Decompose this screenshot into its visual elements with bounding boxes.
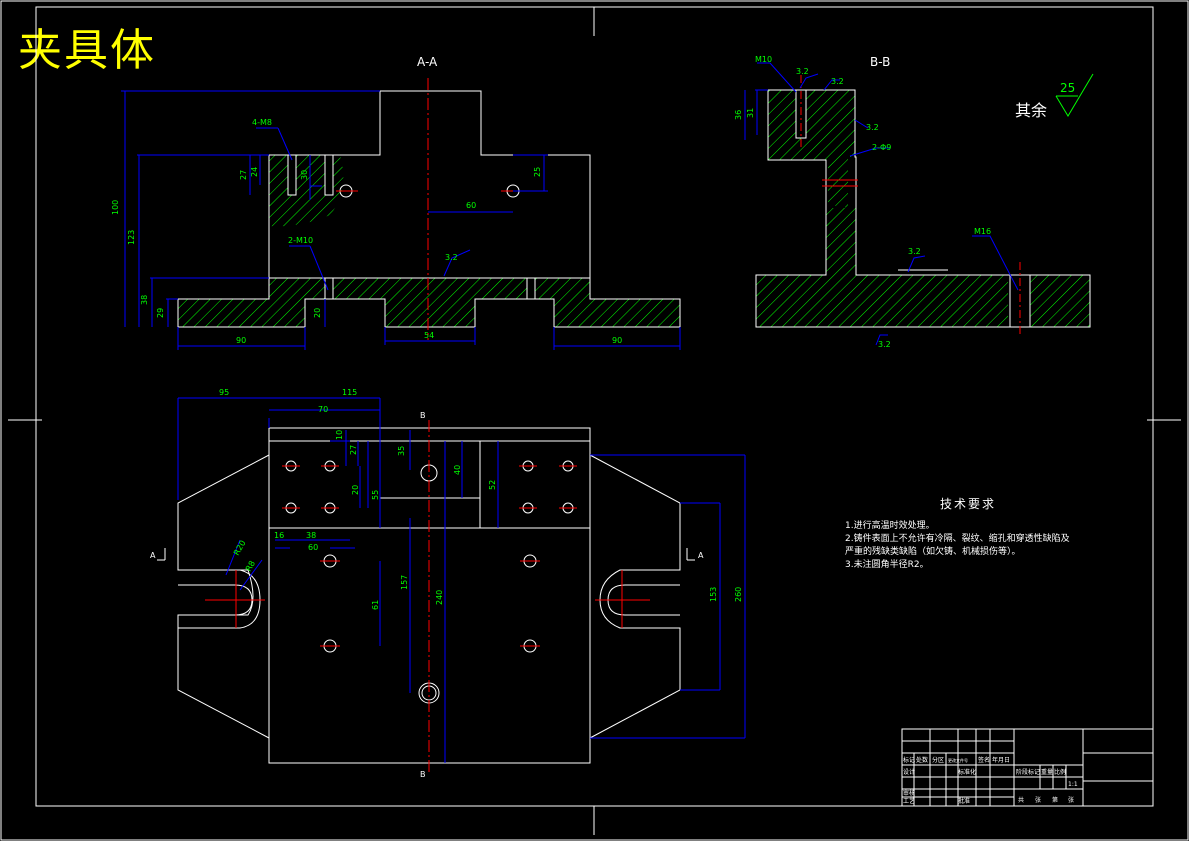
section-aa-label: A-A — [417, 55, 438, 69]
svg-text:阶段标记: 阶段标记 — [1016, 768, 1040, 776]
svg-text:123: 123 — [127, 230, 136, 245]
svg-text:90: 90 — [612, 336, 622, 345]
svg-text:153: 153 — [709, 587, 718, 602]
svg-text:61: 61 — [371, 600, 380, 610]
svg-text:设计: 设计 — [903, 768, 915, 776]
svg-text:3.2: 3.2 — [796, 67, 809, 76]
svg-text:70: 70 — [318, 405, 328, 414]
aa-outline — [177, 90, 681, 328]
roughness-label: 其余 — [1015, 101, 1047, 120]
svg-text:100: 100 — [111, 200, 120, 215]
svg-text:批准: 批准 — [958, 797, 970, 805]
svg-text:240: 240 — [435, 590, 444, 605]
svg-text:处数: 处数 — [916, 756, 928, 764]
roughness-symbol — [1055, 73, 1094, 117]
svg-text:31: 31 — [746, 108, 755, 118]
aa-base-hatch — [178, 278, 680, 327]
tech-item: 2.铸件表面上不允许有冷隔、裂纹、缩孔和穿透性缺陷及 — [845, 534, 1070, 544]
svg-text:60: 60 — [308, 543, 318, 552]
section-bb-view: B-B M10 3.2 3.2 3 — [734, 55, 1091, 349]
svg-text:27: 27 — [239, 170, 248, 180]
svg-text:16: 16 — [274, 531, 284, 540]
svg-text:157: 157 — [400, 575, 409, 590]
svg-text:标记: 标记 — [903, 756, 915, 764]
svg-text:55: 55 — [371, 490, 380, 500]
svg-text:第: 第 — [1052, 796, 1058, 804]
svg-text:35: 35 — [397, 446, 406, 456]
svg-text:张: 张 — [1068, 796, 1074, 804]
svg-text:29: 29 — [156, 308, 165, 318]
svg-text:3.2: 3.2 — [831, 77, 844, 86]
svg-text:38: 38 — [140, 295, 149, 305]
section-mark-b-top: B — [420, 411, 426, 420]
svg-text:3.2: 3.2 — [866, 123, 879, 132]
svg-text:4-M8: 4-M8 — [252, 118, 272, 127]
svg-text:重量: 重量 — [1041, 768, 1053, 776]
svg-text:38: 38 — [306, 531, 316, 540]
svg-text:24: 24 — [250, 167, 259, 177]
svg-text:M10: M10 — [755, 55, 772, 64]
drawing-title: 夹具体 — [18, 25, 156, 76]
svg-text:审核: 审核 — [903, 789, 915, 797]
svg-text:40: 40 — [453, 465, 462, 475]
svg-text:3.2: 3.2 — [878, 340, 891, 349]
section-bb-label: B-B — [870, 55, 890, 69]
svg-text:90: 90 — [236, 336, 246, 345]
svg-text:115: 115 — [342, 388, 357, 397]
svg-text:张: 张 — [1035, 796, 1041, 804]
svg-text:2-Φ9: 2-Φ9 — [872, 143, 891, 152]
svg-text:共: 共 — [1018, 796, 1024, 804]
tech-item: 严重的残缺类缺陷（如欠铸、机械损伤等）。 — [845, 547, 1021, 557]
svg-text:30: 30 — [300, 170, 309, 180]
title-block — [901, 728, 1154, 807]
svg-text:95: 95 — [219, 388, 229, 397]
svg-text:M16: M16 — [974, 227, 991, 236]
svg-text:分区: 分区 — [932, 756, 944, 764]
svg-text:工艺: 工艺 — [903, 797, 915, 805]
svg-text:3.2: 3.2 — [445, 253, 458, 262]
svg-text:27: 27 — [349, 445, 358, 455]
svg-text:36: 36 — [734, 110, 743, 120]
plan-view: 95 115 70 10 27 20 55 16 38 60 35 40 52 … — [150, 388, 746, 779]
section-mark-b-bottom: B — [420, 770, 426, 779]
section-mark-a-right: A — [698, 551, 704, 560]
tech-item: 3.未注圆角半径R2。 — [845, 560, 929, 570]
svg-text:3.2: 3.2 — [908, 247, 921, 256]
tech-requirements: 技术要求 1.进行高温时效处理。 2.铸件表面上不允许有冷隔、裂纹、缩孔和穿透性… — [845, 498, 1070, 572]
svg-text:54: 54 — [424, 331, 434, 340]
svg-text:10: 10 — [335, 430, 344, 440]
svg-text:更改文件号: 更改文件号 — [948, 757, 968, 763]
svg-text:R20: R20 — [232, 539, 248, 557]
svg-text:52: 52 — [488, 480, 497, 490]
svg-text:签名: 签名 — [978, 756, 990, 764]
svg-text:R8: R8 — [244, 559, 257, 573]
svg-text:比例: 比例 — [1054, 768, 1066, 776]
bb-outline — [755, 89, 1091, 328]
svg-text:1:1: 1:1 — [1068, 781, 1078, 788]
svg-text:2-M10: 2-M10 — [288, 236, 313, 245]
svg-text:25: 25 — [533, 167, 542, 177]
svg-text:260: 260 — [734, 587, 743, 602]
svg-text:20: 20 — [351, 485, 360, 495]
tech-requirements-heading: 技术要求 — [940, 497, 997, 511]
svg-text:20: 20 — [313, 308, 322, 318]
svg-text:60: 60 — [466, 201, 476, 210]
svg-text:标准化: 标准化 — [958, 768, 976, 776]
section-mark-a-left: A — [150, 551, 156, 560]
roughness-value: 25 — [1060, 81, 1075, 95]
tech-item: 1.进行高温时效处理。 — [845, 521, 935, 531]
section-aa-view: A-A — [111, 55, 681, 350]
svg-text:年月日: 年月日 — [992, 756, 1010, 764]
